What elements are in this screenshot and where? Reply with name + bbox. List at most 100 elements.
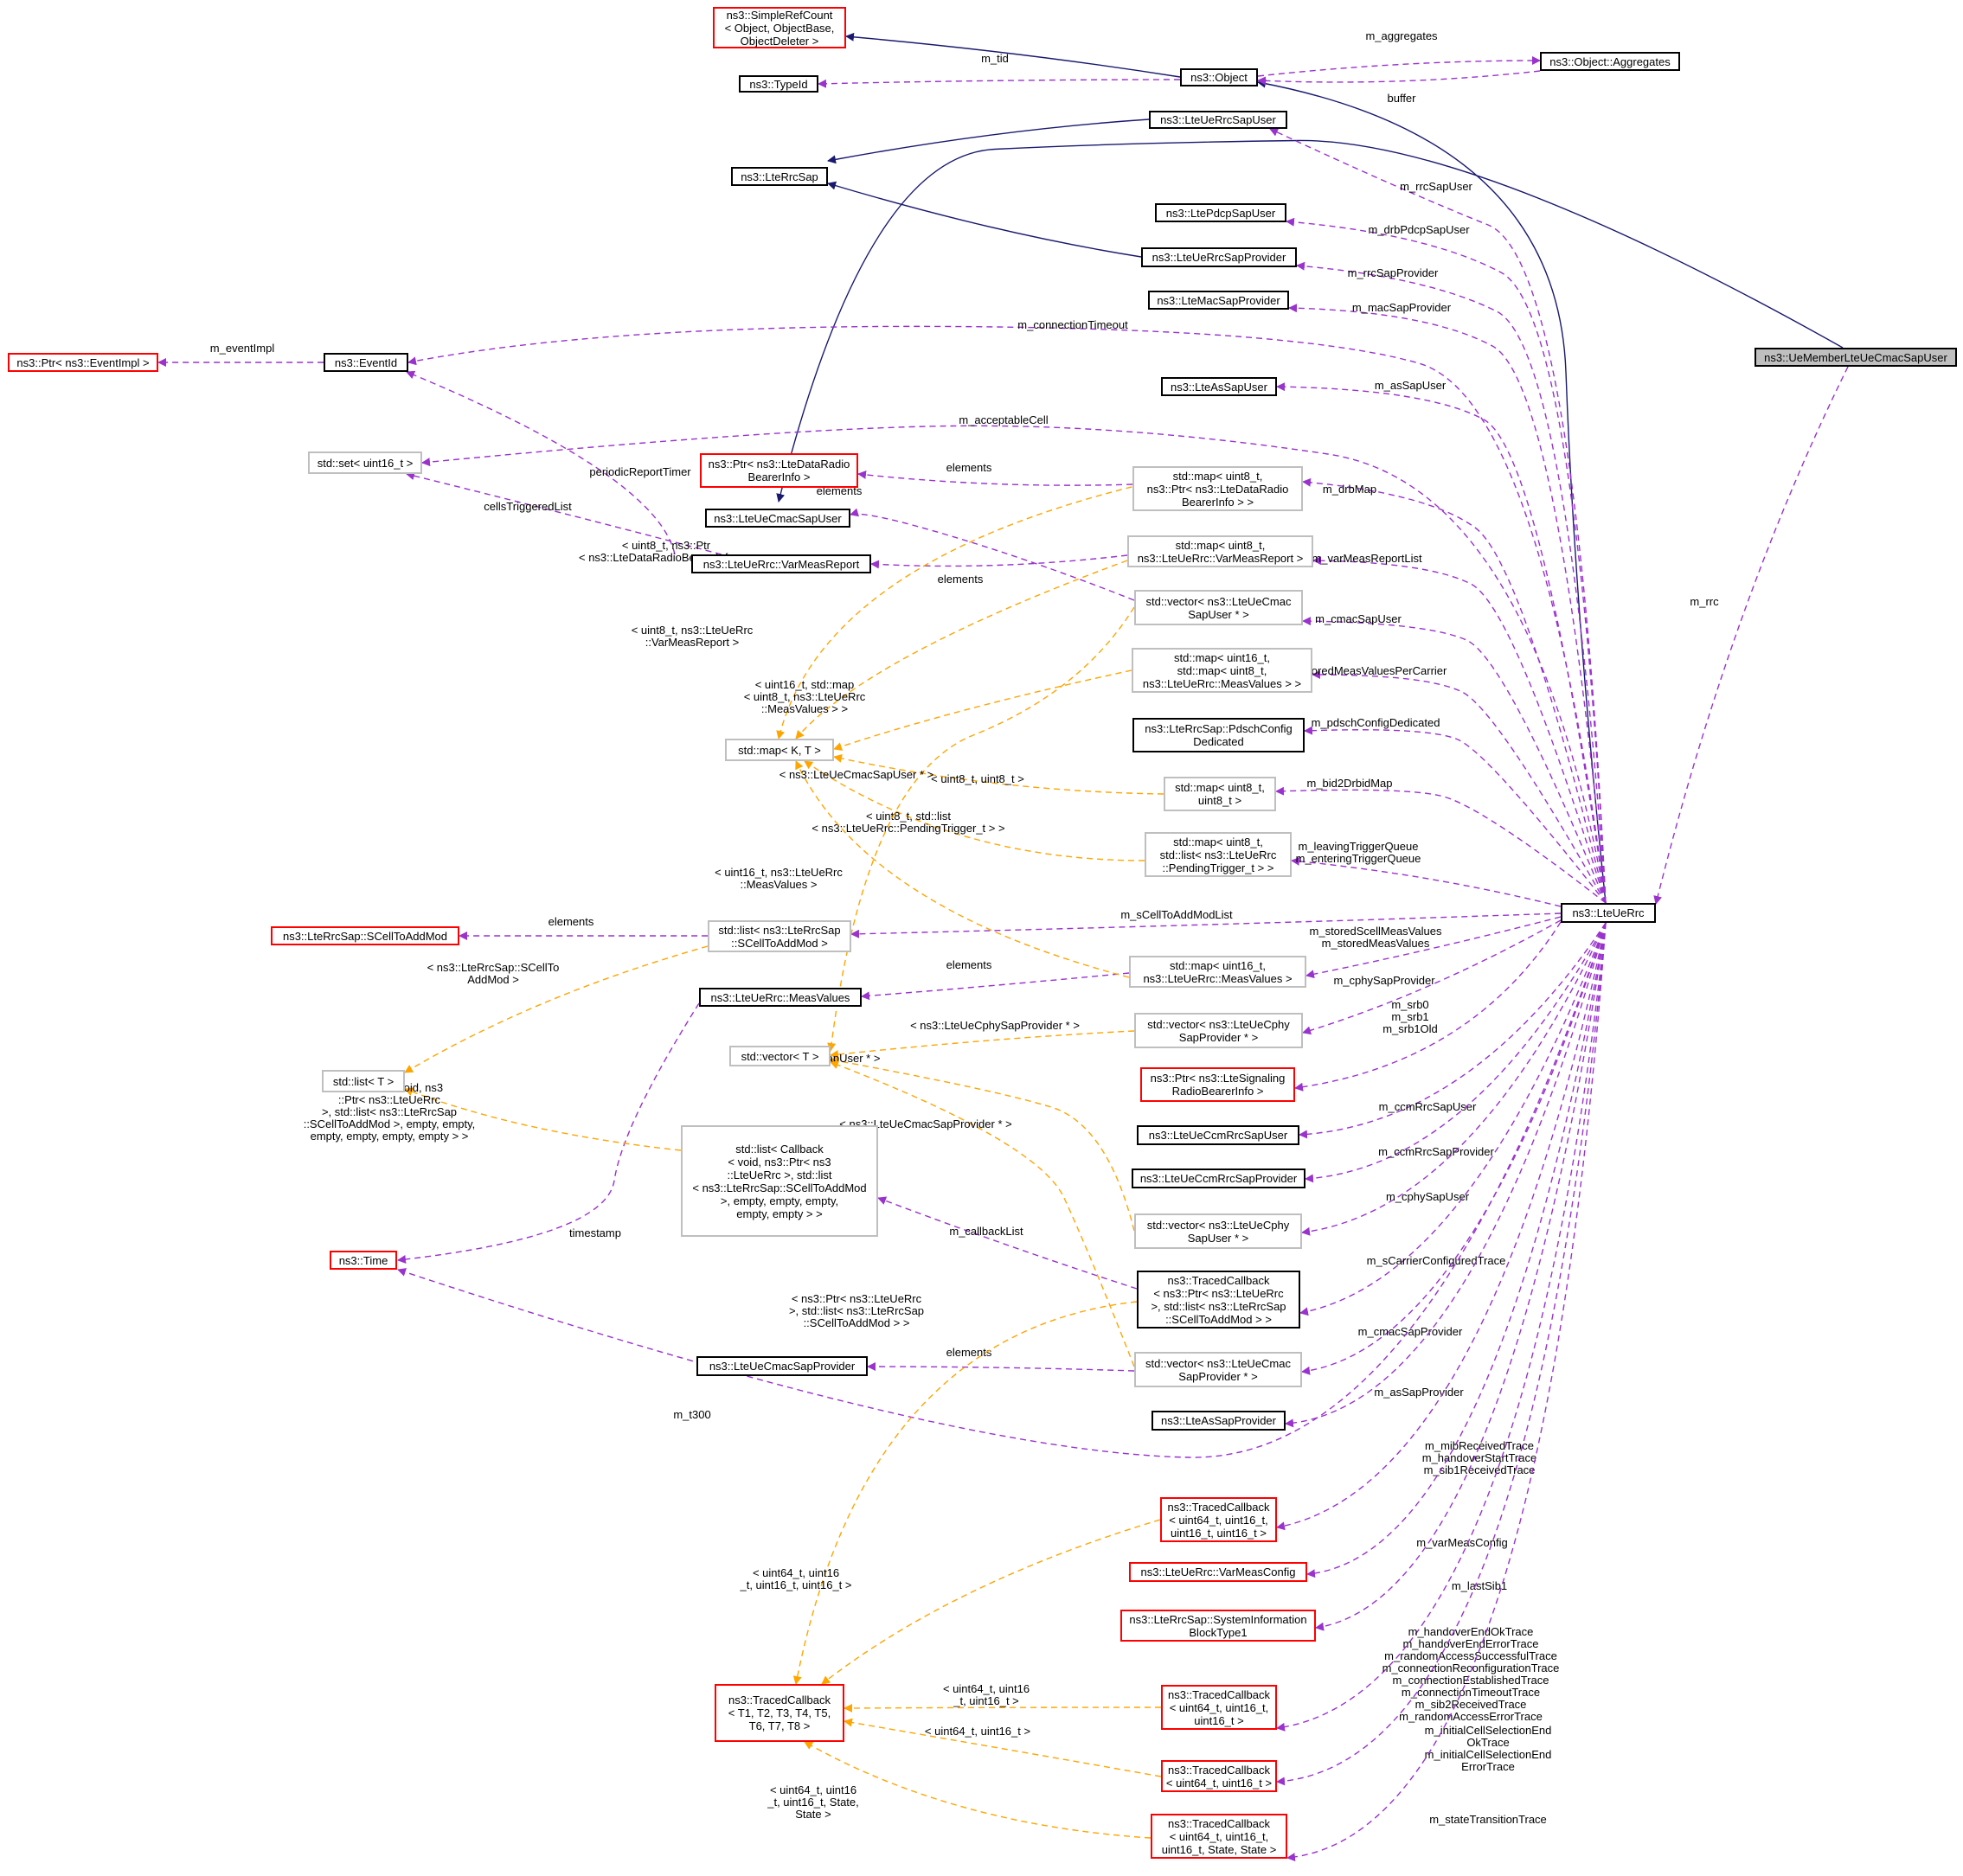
class-node-focus-node[interactable]: ns3::UeMemberLteUeCmacSapUser xyxy=(1755,348,1957,367)
edge-label-line: m_connectionEstablishedTrace xyxy=(1393,1674,1549,1687)
class-node-map-uint8[interactable]: std::map< uint8_t,uint8_t > xyxy=(1164,777,1276,811)
class-node-traced4[interactable]: ns3::TracedCallback< uint64_t, uint16_t,… xyxy=(1160,1497,1277,1542)
edge-line xyxy=(1302,617,1607,904)
class-node-meas-values[interactable]: ns3::LteUeRrc::MeasValues xyxy=(699,988,862,1007)
edge-lte-ue-rrc-to-set-uint16: m_acceptableCell xyxy=(421,413,1607,904)
class-node-list-scell[interactable]: std::list< ns3::LteRrcSap::SCellToAddMod… xyxy=(708,920,851,952)
class-node-lte-as-sap-user[interactable]: ns3::LteAsSapUser xyxy=(1161,377,1277,396)
edge-label-line: ::MeasValues > xyxy=(740,878,817,891)
class-node-time[interactable]: ns3::Time xyxy=(330,1251,397,1270)
edge-label-line: < uint16_t, ns3::LteUeRrc xyxy=(715,866,843,879)
edge-label-line: _t, uint16_t, State, xyxy=(767,1796,859,1809)
edge-line xyxy=(1257,56,1541,77)
edge-lte-ue-rrc-to-map-meas-values: m_storedScellMeasValuesm_storedMeasValue… xyxy=(1305,916,1562,979)
class-node-traced3[interactable]: ns3::TracedCallback< uint64_t, uint16_t,… xyxy=(1161,1685,1277,1730)
class-node-set-uint16[interactable]: std::set< uint16_t > xyxy=(308,451,422,474)
class-node-traced2[interactable]: ns3::TracedCallback< uint64_t, uint16_t … xyxy=(1161,1760,1277,1792)
edge-map-drb-to-ptr-data-radio: elements xyxy=(857,461,1133,486)
class-node-list-callback[interactable]: std::list< Callback< void, ns3::Ptr< ns3… xyxy=(681,1125,878,1237)
edge-label-line: m_tid xyxy=(981,52,1009,65)
class-node-label-line: Dedicated xyxy=(1193,735,1244,748)
edge-lte-ue-rrc-sap-provider-to-lte-rrc-sap xyxy=(827,181,1142,258)
edge-label-line: m_storedScellMeasValues xyxy=(1310,925,1442,938)
class-node-label-line: ns3::LteUeCcmRrcSapProvider xyxy=(1139,1172,1298,1185)
class-node-vector-t[interactable]: std::vector< T > xyxy=(729,1046,831,1066)
class-node-label-line: < ns3::Ptr< ns3::LteUeRrc xyxy=(1153,1286,1284,1300)
edge-focus-node-to-lte-ue-rrc: m_rrc xyxy=(1653,366,1849,905)
edge-traced2-to-traced-t1-t8: < uint64_t, uint16_t > xyxy=(844,1718,1162,1777)
class-node-lte-ue-rrc[interactable]: ns3::LteUeRrc xyxy=(1561,903,1656,923)
class-node-lte-mac-sap-provider[interactable]: ns3::LteMacSapProvider xyxy=(1148,291,1289,310)
edge-line xyxy=(1294,921,1562,1092)
class-node-label-line: ns3::Object xyxy=(1190,71,1248,84)
class-node-label-line: std::map< uint8_t, xyxy=(1177,663,1267,677)
class-node-type-id[interactable]: ns3::TypeId xyxy=(739,75,818,93)
edge-lte-ue-rrc-to-lte-ue-rrc-sap-user: m_rrcSapUser xyxy=(1269,128,1607,904)
edge-line xyxy=(1315,922,1607,1631)
class-node-lte-ue-cmac-sap-user[interactable]: ns3::LteUeCmacSapUser xyxy=(705,509,850,528)
class-node-lte-pdcp-sap-user[interactable]: ns3::LtePdcpSapUser xyxy=(1155,203,1286,222)
class-node-cmac-provider[interactable]: ns3::LteUeCmacSapProvider xyxy=(696,1356,868,1376)
edge-label-line: m_initialCellSelectionEnd xyxy=(1425,1748,1552,1761)
class-node-traced-scell[interactable]: ns3::TracedCallback< ns3::Ptr< ns3::LteU… xyxy=(1137,1271,1300,1329)
edge-label-line: m_ccmRrcSapUser xyxy=(1379,1100,1477,1113)
class-node-label-line: ns3::LteMacSapProvider xyxy=(1157,293,1280,307)
class-node-label-line: ns3::TracedCallback xyxy=(728,1694,831,1706)
class-node-aggregates[interactable]: ns3::Object::Aggregates xyxy=(1540,52,1680,71)
class-node-label-line: ns3::LteUeCcmRrcSapUser xyxy=(1148,1129,1288,1142)
class-node-label-line: ns3::Ptr< ns3::LteSignaling xyxy=(1150,1072,1286,1085)
class-node-simple-ref-count[interactable]: ns3::SimpleRefCount< Object, ObjectBase,… xyxy=(713,7,846,48)
edge-lte-ue-rrc-to-lte-mac-sap-provider: m_macSapProvider xyxy=(1288,301,1607,904)
class-node-map-var-meas[interactable]: std::map< uint8_t,ns3::LteUeRrc::VarMeas… xyxy=(1127,535,1313,567)
class-node-as-provider[interactable]: ns3::LteAsSapProvider xyxy=(1151,1411,1286,1431)
class-node-lte-ue-rrc-sap-user[interactable]: ns3::LteUeRrcSapUser xyxy=(1149,111,1287,129)
class-node-map-drb[interactable]: std::map< uint8_t,ns3::Ptr< ns3::LteData… xyxy=(1132,466,1303,511)
edge-label-line: m_macSapProvider xyxy=(1352,301,1452,314)
class-node-label-line: ::LteUeRrc >, std::list xyxy=(727,1168,832,1181)
class-node-label-line: ns3::TracedCallback xyxy=(1167,1500,1270,1514)
class-node-ccm-user[interactable]: ns3::LteUeCcmRrcSapUser xyxy=(1137,1125,1299,1145)
class-node-map-kt[interactable]: std::map< K, T > xyxy=(725,739,834,761)
class-node-scell-add-mod[interactable]: ns3::LteRrcSap::SCellToAddMod xyxy=(271,926,459,945)
class-node-label-line: SapUser * > xyxy=(1188,607,1249,621)
class-node-traced-t1-t8[interactable]: ns3::TracedCallback< T1, T2, T3, T4, T5,… xyxy=(715,1684,844,1742)
edge-line xyxy=(844,1718,1162,1777)
edge-label-line: < uint8_t, ns3::Ptr xyxy=(622,539,711,552)
class-node-ccm-provider[interactable]: ns3::LteUeCcmRrcSapProvider xyxy=(1132,1168,1305,1188)
class-node-lte-ue-rrc-sap-provider[interactable]: ns3::LteUeRrcSapProvider xyxy=(1141,247,1297,267)
edge-label-line: m_rrc xyxy=(1690,595,1719,608)
class-node-label-line: < uint64_t, uint16_t, xyxy=(1169,1829,1269,1843)
class-node-event-id[interactable]: ns3::EventId xyxy=(324,353,408,372)
edge-label-line: elements xyxy=(938,573,984,586)
class-node-var-meas-config[interactable]: ns3::LteUeRrc::VarMeasConfig xyxy=(1129,1562,1307,1582)
class-node-lte-rrc-sap[interactable]: ns3::LteRrcSap xyxy=(731,167,828,186)
class-node-map-stored-meas[interactable]: std::map< uint16_t,std::map< uint8_t,ns3… xyxy=(1132,648,1312,693)
class-node-var-meas-report[interactable]: ns3::LteUeRrc::VarMeasReport xyxy=(691,554,871,573)
edge-lte-ue-rrc-to-traced2: m_initialCellSelectionEndOkTracem_initia… xyxy=(1276,922,1607,1786)
edge-traced-scell-to-list-callback: m_callbackList xyxy=(877,1196,1138,1290)
edge-line xyxy=(397,1002,700,1264)
edge-var-meas-report-to-set-uint16: cellsTriggeredList xyxy=(406,471,722,555)
edge-lte-ue-rrc-to-as-provider: m_asSapProvider xyxy=(1285,922,1607,1428)
class-node-label-line: ns3::LteUeRrcSapUser xyxy=(1160,113,1276,126)
class-node-map-pending[interactable]: std::map< uint8_t,std::list< ns3::LteUeR… xyxy=(1145,832,1292,877)
edge-label-line: ::Ptr< ns3::LteUeRrc xyxy=(338,1093,441,1106)
class-node-object[interactable]: ns3::Object xyxy=(1180,68,1258,86)
class-node-list-t[interactable]: std::list< T > xyxy=(322,1070,405,1092)
class-node-ptr-event-impl[interactable]: ns3::Ptr< ns3::EventImpl > xyxy=(8,353,158,372)
class-node-label-line: ns3::LteUeRrc::MeasValues xyxy=(710,990,850,1004)
edge-lte-ue-rrc-to-traced-state: m_stateTransitionTrace xyxy=(1286,922,1607,1862)
class-node-label-line: ns3::LteRrcSap xyxy=(741,170,818,183)
class-node-map-meas-values[interactable]: std::map< uint16_t,ns3::LteUeRrc::MeasVa… xyxy=(1129,956,1306,988)
class-node-label-line: ns3::LteRrcSap::SystemInformation xyxy=(1129,1612,1307,1626)
class-node-traced-state[interactable]: ns3::TracedCallback< uint64_t, uint16_t,… xyxy=(1151,1814,1287,1859)
edge-label-line: cellsTriggeredList xyxy=(484,500,572,513)
